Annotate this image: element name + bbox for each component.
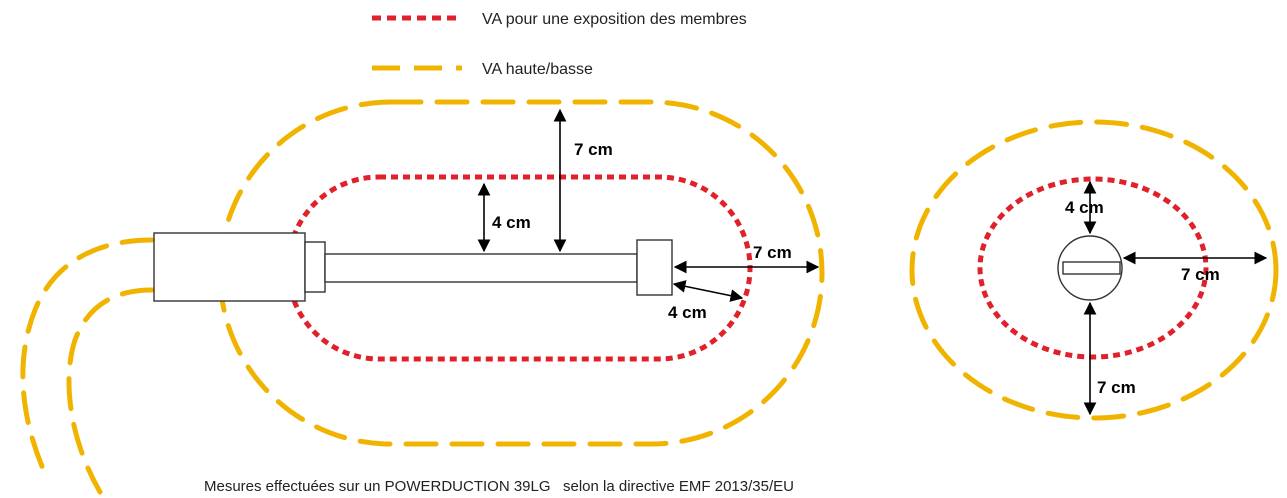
- caption: Mesures effectuées sur un POWERDUCTION 3…: [204, 478, 794, 495]
- cable-zone-lower: [66, 287, 155, 495]
- device-collar: [304, 241, 326, 293]
- arrow-diagonal: [672, 280, 744, 302]
- side-right-label: 7 cm: [753, 243, 792, 262]
- end-device-slot: [1062, 261, 1121, 275]
- side-outer-top-label: 7 cm: [574, 140, 613, 159]
- end-right-label: 7 cm: [1181, 265, 1220, 284]
- cable-zone-upper: [20, 237, 155, 483]
- side-inner-top-label: 4 cm: [492, 213, 531, 232]
- end-view-device: [1057, 235, 1123, 301]
- device-handle: [153, 232, 306, 302]
- device-shaft: [324, 253, 638, 283]
- end-top-label: 4 cm: [1065, 198, 1104, 217]
- end-bottom-label: 7 cm: [1097, 378, 1136, 397]
- legend: VA pour une exposition des membres VA ha…: [372, 11, 747, 78]
- side-dimensions: [477, 108, 820, 302]
- device-head: [636, 239, 673, 296]
- cable-zone: [20, 237, 155, 495]
- legend-highlow-label: VA haute/basse: [482, 61, 593, 78]
- side-outer-zone: [217, 99, 825, 447]
- end-dimensions: [1083, 180, 1268, 416]
- end-outer-zone: [909, 119, 1279, 421]
- inductor-device: [153, 232, 673, 302]
- legend-limb-label: VA pour une exposition des membres: [482, 11, 747, 28]
- side-diagonal-label: 4 cm: [668, 303, 707, 322]
